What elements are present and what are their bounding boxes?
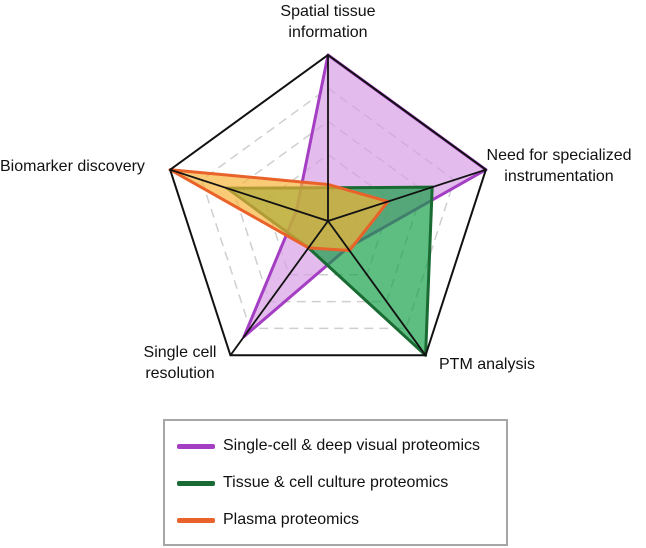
legend-label-single-cell: Single-cell & deep visual proteomics — [223, 437, 481, 454]
axis-spoke-3 — [229, 220, 329, 356]
legend-label-tissue: Tissue & cell culture proteomics — [223, 474, 449, 491]
axis-spoke-2 — [327, 220, 427, 356]
legend-swatch-plasma — [177, 517, 215, 523]
axis-spoke-1 — [327, 168, 487, 222]
legend-item-tissue: Tissue & cell culture proteomics — [177, 472, 448, 494]
legend-label-plasma: Plasma proteomics — [223, 511, 360, 528]
legend-swatch-tissue — [177, 480, 215, 486]
axis-label-4: Biomarker discovery — [0, 158, 145, 175]
axis-spoke-4 — [169, 168, 329, 222]
legend-swatch-single-cell — [177, 443, 215, 449]
legend-item-plasma: Plasma proteomics — [177, 509, 359, 531]
outer-ring — [168, 53, 488, 357]
series-layer — [168, 53, 488, 357]
series-area-2 — [168, 168, 390, 253]
legend: Single-cell & deep visual proteomics Tis… — [163, 419, 508, 546]
legend-item-single-cell: Single-cell & deep visual proteomics — [177, 435, 480, 457]
axis-layer — [168, 53, 488, 357]
axis-label-2: PTM analysis — [439, 356, 535, 373]
grid-ring-4 — [200, 87, 456, 330]
